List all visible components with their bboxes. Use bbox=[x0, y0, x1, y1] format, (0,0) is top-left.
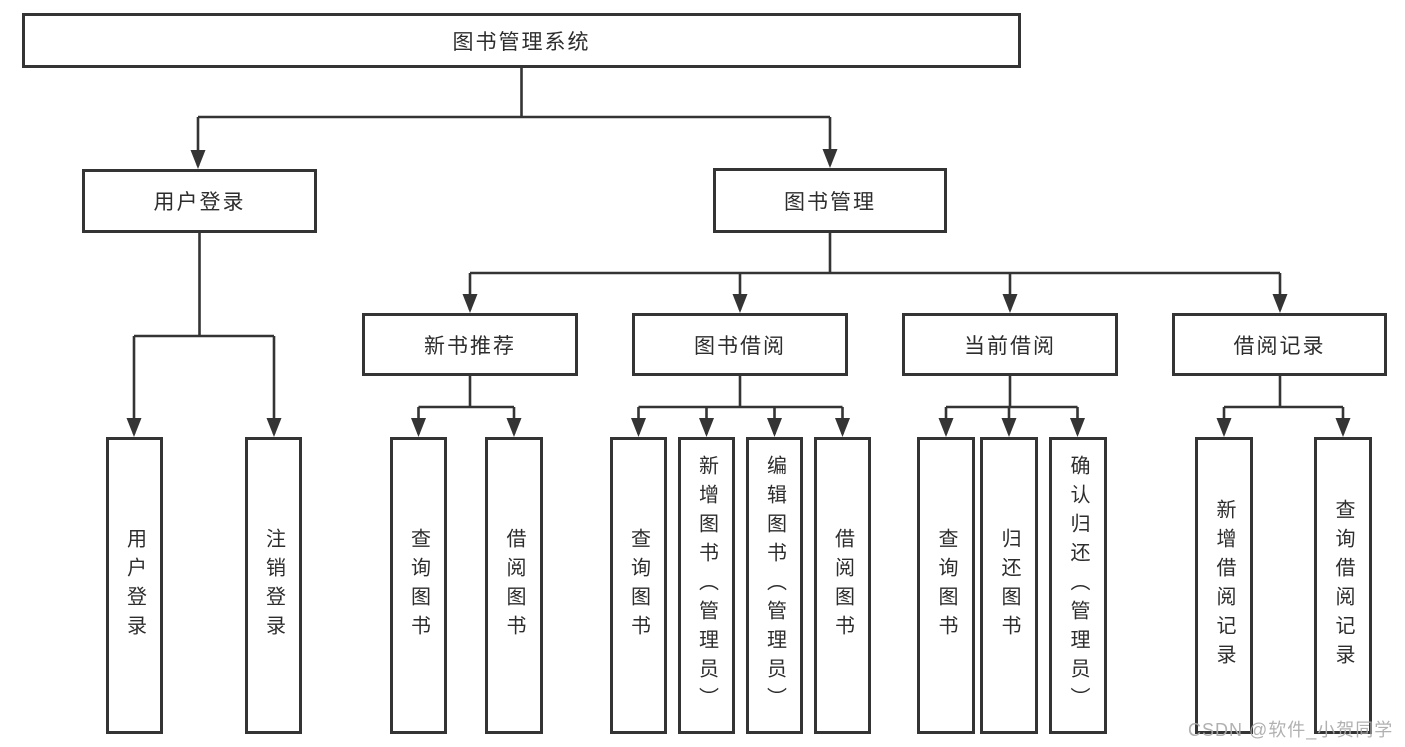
leaf-borrow-query-book-label: 查询图书 bbox=[627, 527, 650, 644]
leaf-query-borrow-record: 查询借阅记录 bbox=[1314, 437, 1372, 734]
node-user-login: 用户登录 bbox=[82, 169, 317, 233]
node-borrow-records-label: 借阅记录 bbox=[1233, 334, 1326, 358]
leaf-logout: 注销登录 bbox=[245, 437, 302, 734]
leaf-add-borrow-record: 新增借阅记录 bbox=[1195, 437, 1253, 734]
node-root-label: 图书管理系统 bbox=[452, 30, 591, 54]
leaf-recommend-query-book: 查询图书 bbox=[390, 437, 447, 734]
node-root: 图书管理系统 bbox=[22, 13, 1021, 68]
leaf-edit-book-admin-label: 编辑图书（管理员） bbox=[763, 455, 786, 716]
leaf-recommend-query-book-label: 查询图书 bbox=[407, 527, 430, 644]
leaf-recommend-borrow-book: 借阅图书 bbox=[485, 437, 543, 734]
leaf-current-query-book-label: 查询图书 bbox=[935, 527, 957, 644]
leaf-edit-book-admin: 编辑图书（管理员） bbox=[746, 437, 803, 734]
node-new-book-recommend-label: 新书推荐 bbox=[424, 334, 516, 358]
leaf-user-login: 用户登录 bbox=[106, 437, 163, 734]
leaf-add-book-admin-label: 新增图书（管理员） bbox=[695, 455, 718, 716]
leaf-return-book: 归还图书 bbox=[980, 437, 1038, 734]
leaf-current-query-book: 查询图书 bbox=[917, 437, 975, 734]
leaf-logout-label: 注销登录 bbox=[262, 527, 285, 644]
leaf-confirm-return-admin-label: 确认归还（管理员） bbox=[1067, 455, 1089, 716]
node-book-borrow-label: 图书借阅 bbox=[694, 334, 786, 358]
leaf-recommend-borrow-book-label: 借阅图书 bbox=[503, 527, 525, 644]
node-current-borrow: 当前借阅 bbox=[902, 313, 1118, 376]
leaf-add-book-admin: 新增图书（管理员） bbox=[678, 437, 735, 734]
leaf-borrow-query-book: 查询图书 bbox=[610, 437, 667, 734]
watermark: CSDN @软件_小贺同学 bbox=[1188, 720, 1394, 740]
leaf-user-login-label: 用户登录 bbox=[123, 527, 146, 644]
leaf-add-borrow-record-label: 新增借阅记录 bbox=[1213, 498, 1235, 673]
node-book-management: 图书管理 bbox=[713, 168, 947, 233]
node-book-management-label: 图书管理 bbox=[784, 190, 876, 214]
leaf-confirm-return-admin: 确认归还（管理员） bbox=[1049, 437, 1107, 734]
leaf-borrow-book-label: 借阅图书 bbox=[831, 527, 854, 644]
node-book-borrow: 图书借阅 bbox=[632, 313, 848, 376]
leaf-return-book-label: 归还图书 bbox=[998, 527, 1020, 644]
node-user-login-label: 用户登录 bbox=[153, 191, 246, 214]
leaf-query-borrow-record-label: 查询借阅记录 bbox=[1332, 498, 1354, 673]
node-current-borrow-label: 当前借阅 bbox=[964, 334, 1056, 358]
node-new-book-recommend: 新书推荐 bbox=[362, 313, 578, 376]
node-borrow-records: 借阅记录 bbox=[1172, 313, 1387, 376]
leaf-borrow-book: 借阅图书 bbox=[814, 437, 871, 734]
